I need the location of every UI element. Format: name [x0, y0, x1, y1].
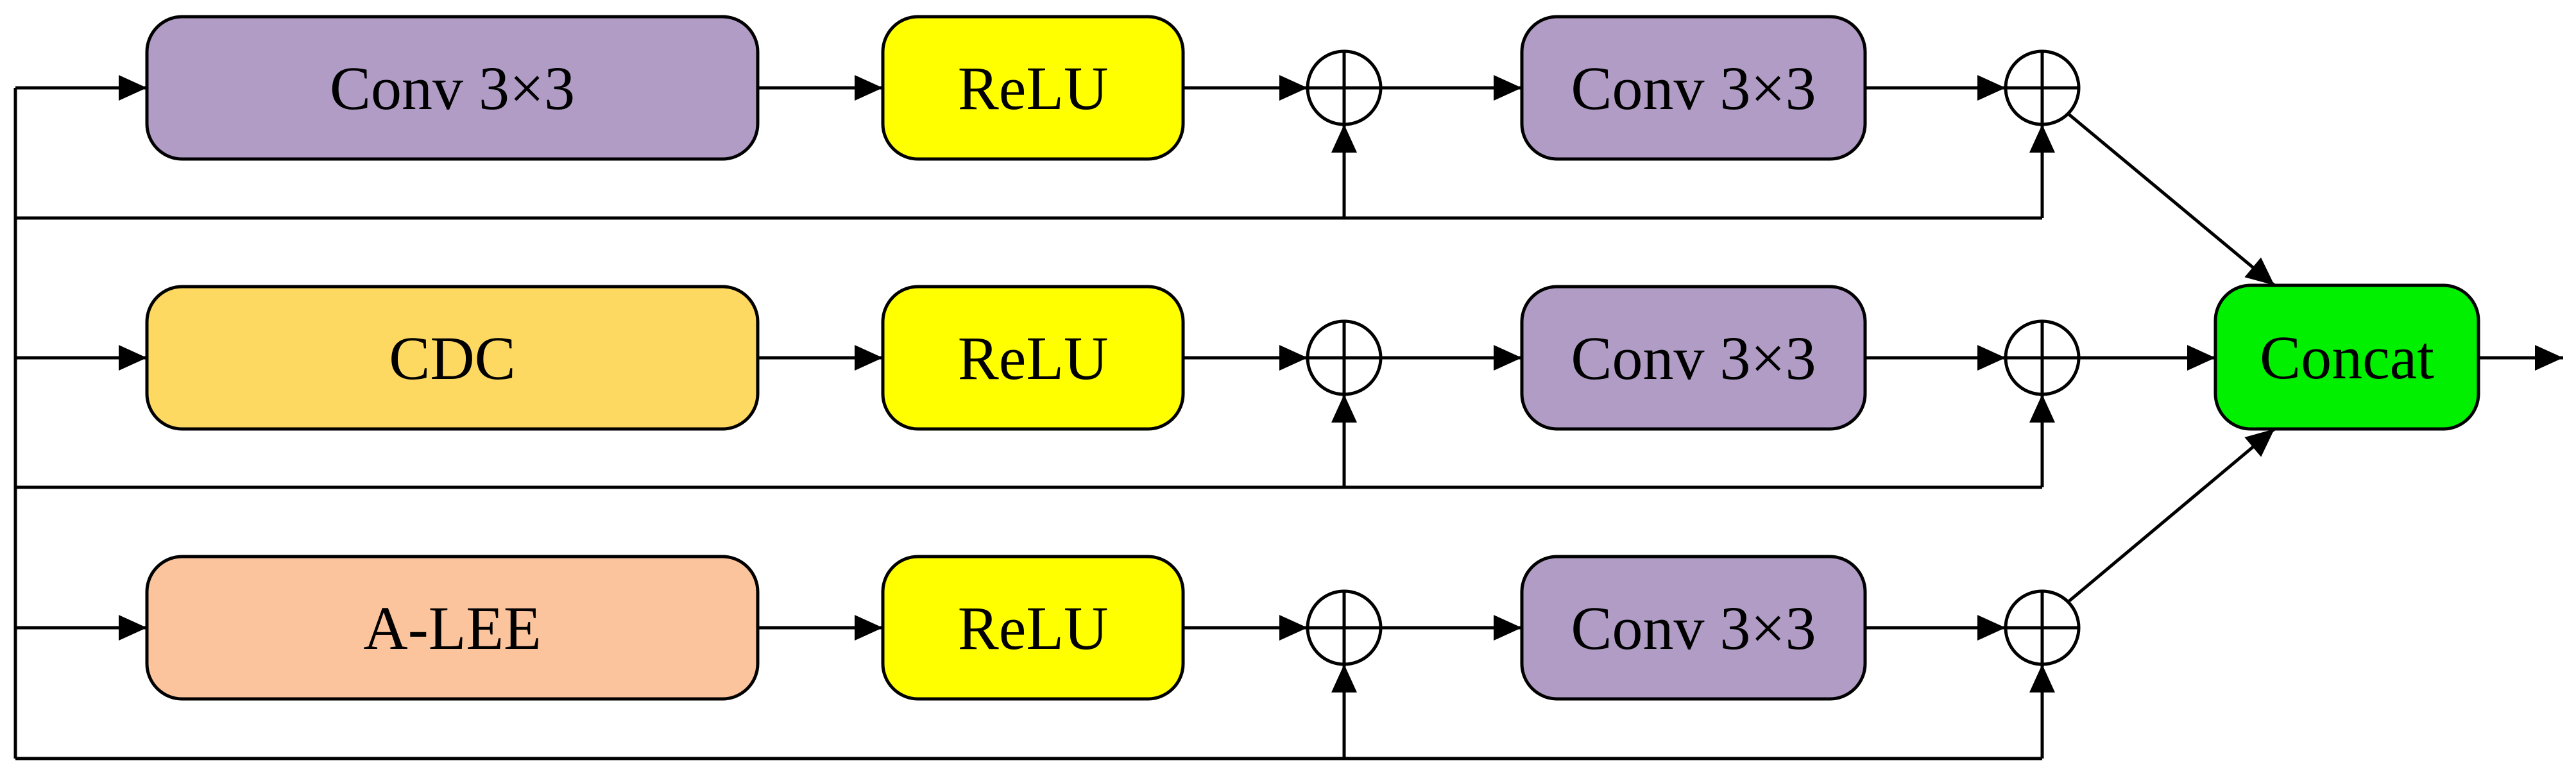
sum-node-icon [1306, 319, 1383, 396]
sum-node-icon [1306, 49, 1383, 126]
arrowhead-icon [2535, 345, 2563, 371]
second-conv-block: Conv 3×3 [1520, 285, 1867, 431]
arrowhead-icon [1331, 664, 1357, 692]
sum-node-icon [2004, 319, 2081, 396]
arrowhead-icon [2029, 124, 2055, 153]
relu-block: ReLU [881, 285, 1185, 431]
first-block: A-LEE [145, 555, 760, 701]
second-conv-block-label: Conv 3×3 [1571, 54, 1816, 122]
relu-block-label: ReLU [958, 324, 1109, 392]
relu-block-label: ReLU [958, 54, 1109, 122]
first-block-label: CDC [389, 324, 515, 392]
arrowhead-icon [1331, 124, 1357, 153]
arrowhead-icon [119, 75, 147, 101]
second-conv-block: Conv 3×3 [1520, 555, 1867, 701]
arrowhead-icon [1977, 75, 2006, 101]
arrowhead-icon [119, 345, 147, 371]
arrowhead-icon [1331, 394, 1357, 423]
concat-link [2067, 112, 2276, 287]
second-conv-block: Conv 3×3 [1520, 15, 1867, 161]
arrowhead-icon [1494, 615, 1522, 641]
arrowhead-icon [119, 615, 147, 641]
arrowhead-icon [2187, 345, 2215, 371]
arrowhead-icon [1494, 75, 1522, 101]
arrowhead-icon [855, 75, 883, 101]
arrowhead-icon [2029, 664, 2055, 692]
sum-node-icon [2004, 49, 2081, 126]
sum-node-icon [2004, 589, 2081, 666]
arrowhead-icon [1977, 615, 2006, 641]
arrowhead-icon [2244, 429, 2274, 457]
arrowhead-icon [2029, 394, 2055, 423]
arrowhead-icon [1279, 75, 1308, 101]
concat-block: Concat [2213, 283, 2480, 431]
relu-block: ReLU [881, 555, 1185, 701]
arrowhead-icon [1279, 345, 1308, 371]
first-block: Conv 3×3 [145, 15, 760, 161]
concat-block-label: Concat [2260, 323, 2434, 392]
arrowhead-icon [1977, 345, 2006, 371]
second-conv-block-label: Conv 3×3 [1571, 324, 1816, 392]
concat-link [2067, 428, 2276, 603]
concat-block-shape [2213, 283, 2480, 431]
arrowhead-icon [855, 345, 883, 371]
first-block-label: Conv 3×3 [330, 54, 575, 122]
relu-block-label: ReLU [958, 594, 1109, 662]
arrowhead-icon [2244, 257, 2274, 285]
arrowheads [119, 75, 2563, 692]
arrowhead-icon [1494, 345, 1522, 371]
sum-node-icon [1306, 589, 1383, 666]
arrowhead-icon [1279, 615, 1308, 641]
first-block: CDC [145, 285, 760, 431]
relu-block: ReLU [881, 15, 1185, 161]
first-block-label: A-LEE [363, 594, 541, 662]
second-conv-block-label: Conv 3×3 [1571, 594, 1816, 662]
arrowhead-icon [855, 615, 883, 641]
